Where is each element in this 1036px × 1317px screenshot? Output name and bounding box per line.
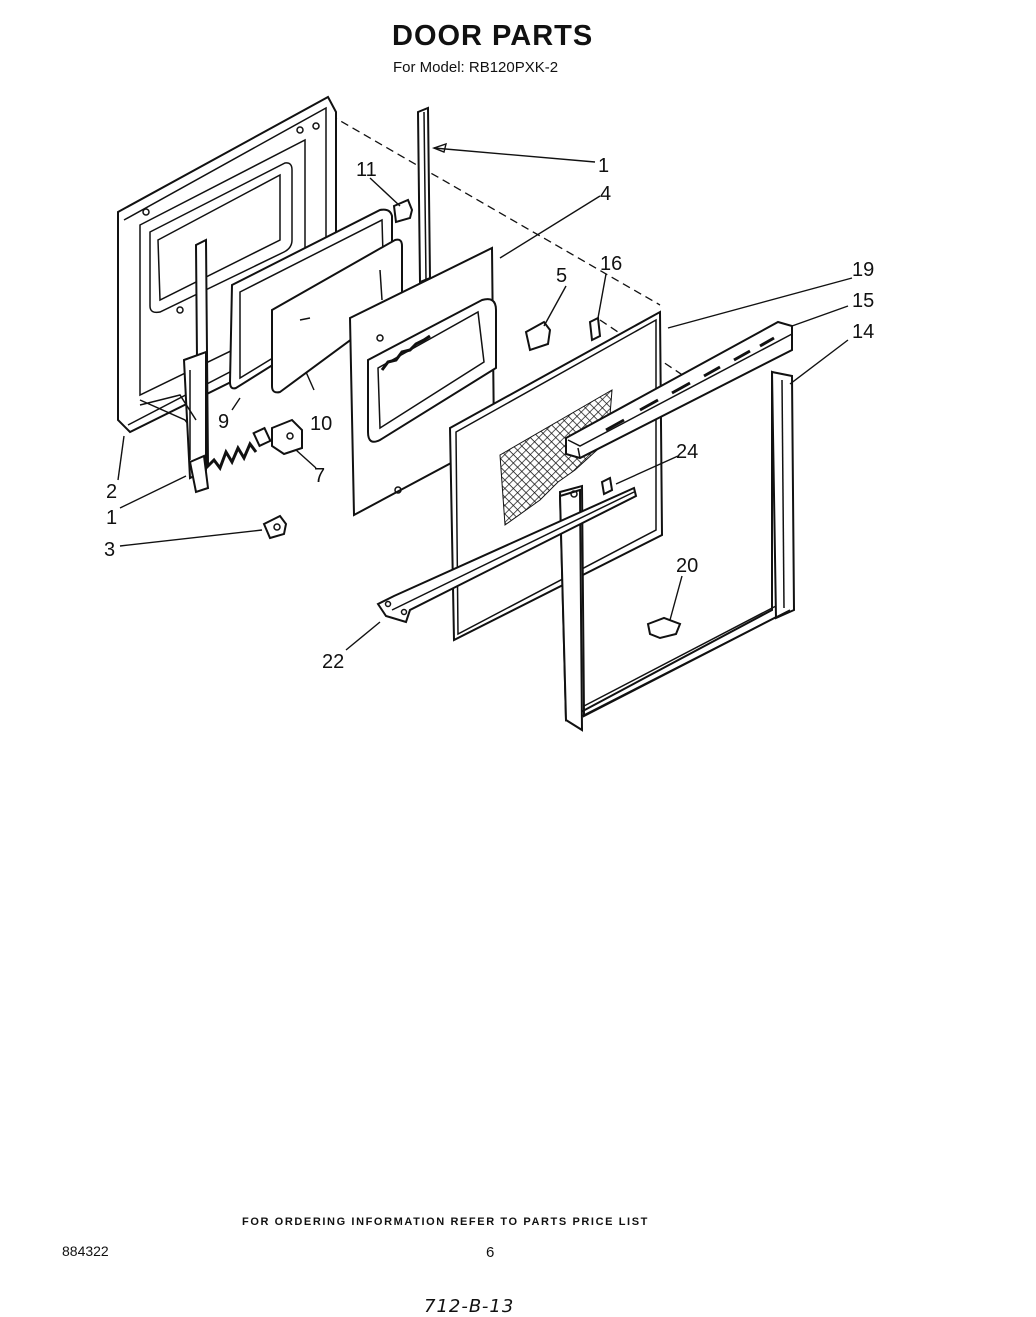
callout-1-left: 1 (106, 507, 117, 529)
callout-15: 15 (852, 290, 874, 312)
part-16-clip (588, 316, 602, 342)
callout-11: 11 (356, 159, 377, 181)
handwritten-note: 712-B-13 (424, 1296, 515, 1317)
part-1-hinge-channel-left (139, 238, 210, 494)
callout-1-top: 1 (598, 155, 609, 177)
document-number: 884322 (62, 1243, 109, 1259)
callout-labels: 1 4 11 16 5 19 15 14 9 10 2 1 7 3 24 20 … (104, 155, 874, 673)
part-24-clip (600, 476, 614, 496)
part-22-bottom-rail (376, 486, 638, 624)
callout-4: 4 (600, 183, 611, 205)
part-1-door-channel-right (416, 106, 432, 284)
callout-19: 19 (852, 259, 874, 281)
callout-2: 2 (106, 481, 117, 503)
callout-24: 24 (676, 441, 698, 463)
part-7-hinge-bracket (271, 418, 303, 456)
callout-10: 10 (310, 413, 332, 435)
ordering-note: FOR ORDERING INFORMATION REFER TO PARTS … (242, 1216, 649, 1228)
part-15-top-trim (565, 320, 793, 460)
page-title: DOOR PARTS (392, 20, 594, 52)
part-14-door-frame (558, 370, 796, 732)
model-line: For Model: RB120PXK-2 (393, 59, 559, 76)
callout-9: 9 (218, 411, 229, 433)
hinge-spring (204, 426, 272, 472)
callout-22: 22 (322, 651, 344, 673)
page-number: 6 (486, 1244, 495, 1261)
callout-5: 5 (556, 265, 567, 287)
door-screen-mesh (499, 389, 613, 526)
callout-14: 14 (852, 321, 874, 343)
callout-7: 7 (314, 465, 325, 487)
callout-20: 20 (676, 555, 698, 577)
callout-leader-lines (117, 142, 853, 651)
part-5-bracket (524, 320, 552, 352)
part-20-latch (646, 616, 682, 640)
part-3-clip (262, 514, 288, 540)
callout-3: 3 (104, 539, 115, 561)
callout-16: 16 (600, 253, 622, 275)
